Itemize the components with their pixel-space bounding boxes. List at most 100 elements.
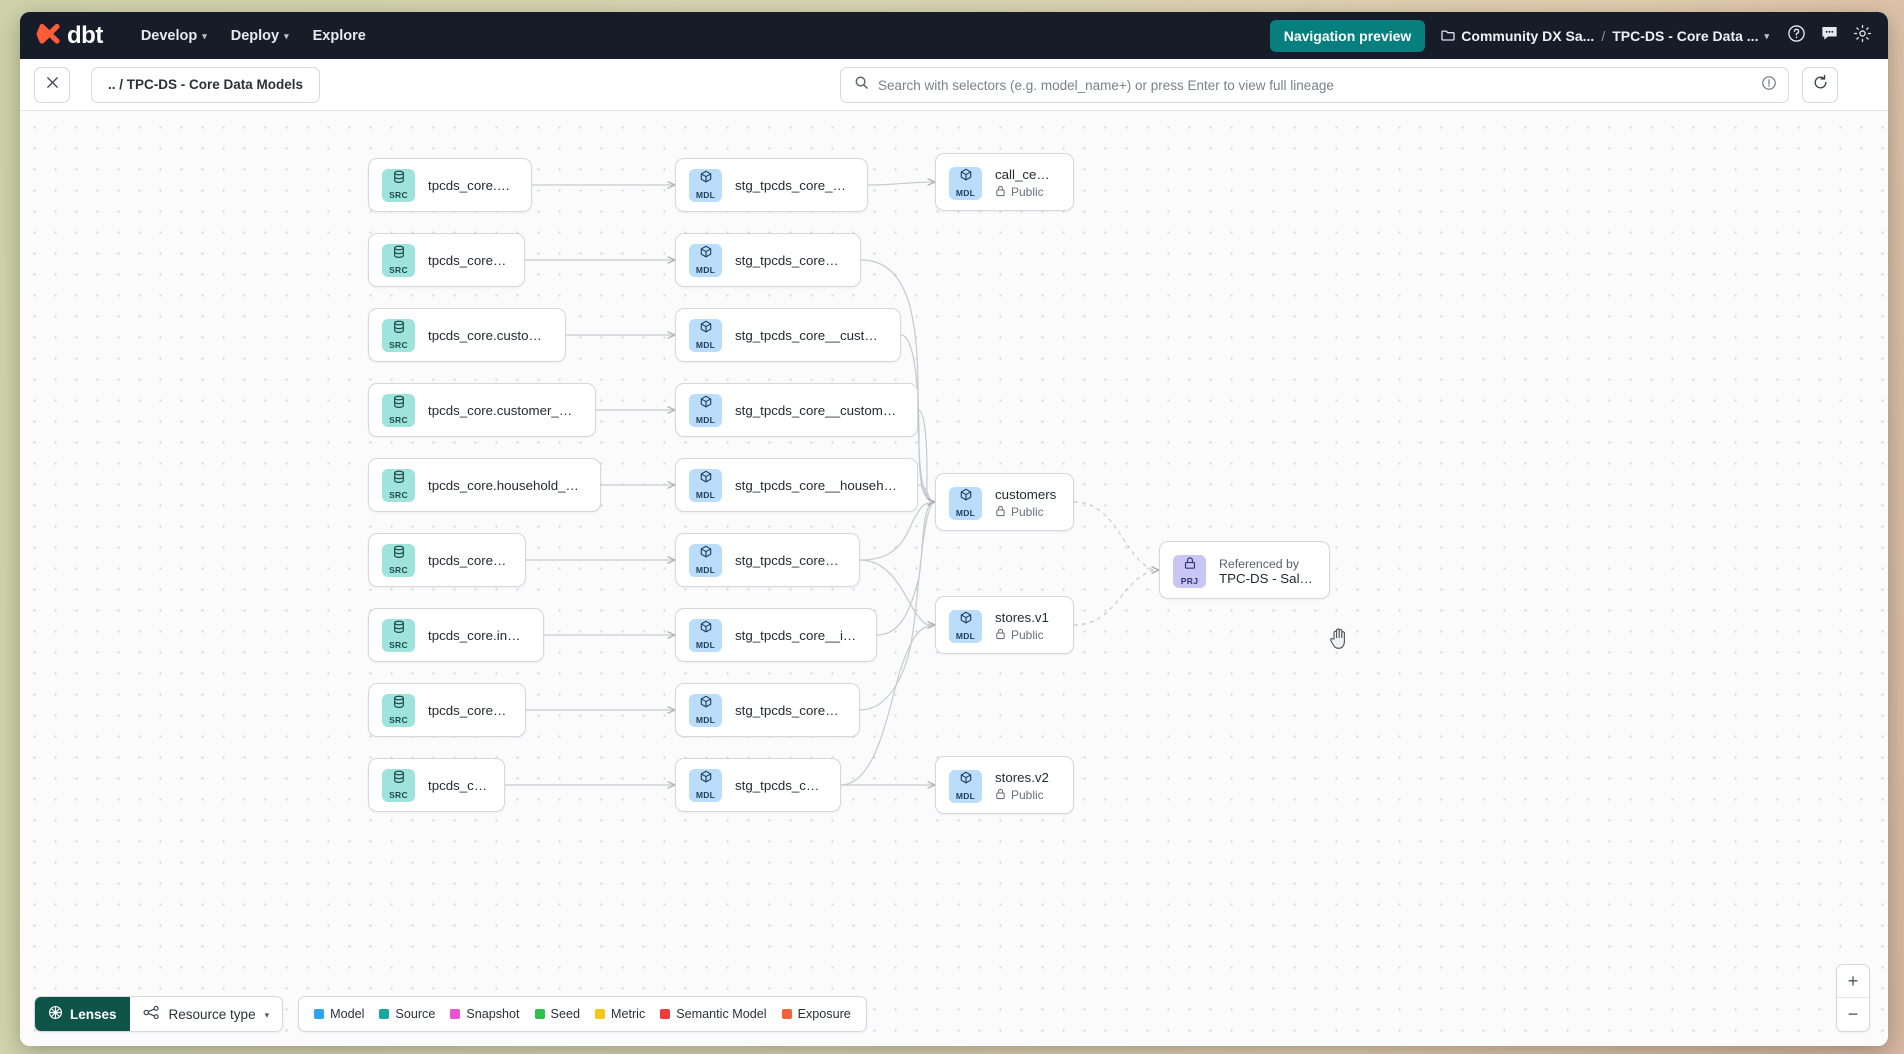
zoom-controls: + − [1836, 964, 1870, 1032]
lineage-toolbar: .. / TPC-DS - Core Data Models [20, 59, 1888, 111]
breadcrumb-separator: / [1601, 27, 1606, 44]
mdl-node-badge: MDL [689, 168, 722, 202]
legend-item[interactable]: Snapshot [450, 1007, 520, 1021]
node-title: stores.v2 [995, 769, 1049, 785]
nav-item-develop-label: Develop [140, 27, 198, 44]
node-title: tpcds_core.inventory [428, 702, 509, 718]
lineage-canvas[interactable]: SRCtpcds_core.call_centerSRCtpcds_core.c… [20, 111, 1888, 1046]
info-icon[interactable] [1761, 75, 1777, 96]
lenses-button[interactable]: Lenses [35, 997, 130, 1031]
nav-item-explore[interactable]: Explore [301, 22, 378, 50]
src-icon [392, 545, 406, 565]
node-texts: stg_tpcds_core__income_band [735, 628, 860, 643]
node-type-abbr: SRC [389, 190, 408, 201]
node-type-abbr: SRC [389, 790, 408, 801]
node-title: tpcds_core.household_demographics [428, 477, 584, 493]
src-icon [392, 695, 406, 715]
legend-item[interactable]: Metric [594, 1007, 645, 1021]
search-input[interactable] [878, 77, 1761, 93]
chevron-down-icon: ▾ [202, 31, 207, 41]
zoom-out-button[interactable]: − [1847, 1004, 1859, 1024]
node-texts: tpcds_core.income_band [428, 628, 527, 643]
nav-item-deploy[interactable]: Deploy ▾ [219, 22, 301, 50]
refresh-button[interactable] [1802, 67, 1838, 103]
dbt-logo-text: dbt [67, 21, 103, 49]
node-title: tpcds_core.store [428, 777, 488, 793]
dbt-logo[interactable]: dbt [36, 22, 103, 50]
lenses-group: Lenses Resource type ▾ [34, 996, 284, 1032]
mdl-icon [699, 620, 713, 640]
src-node-badge: SRC [382, 618, 415, 652]
legend-item[interactable]: Exposure [781, 1007, 851, 1021]
lineage-node[interactable]: MDL stg_tpcds_core__customer [675, 233, 861, 287]
node-title: stores.v1 [995, 609, 1049, 625]
legend-item[interactable]: Source [379, 1007, 435, 1021]
feedback-icon[interactable] [1820, 24, 1839, 48]
resource-type-button[interactable]: Resource type ▾ [130, 997, 283, 1031]
legend-item[interactable]: Seed [534, 1007, 580, 1021]
node-access-label: Public [1011, 788, 1044, 802]
bottom-bar: Lenses Resource type ▾ Model Source Snapsh… [34, 996, 867, 1032]
mdl-icon [699, 470, 713, 490]
node-texts: call_centersPublic [995, 167, 1057, 200]
src-node-badge: SRC [382, 393, 415, 427]
mdl-node-badge: MDL [689, 243, 722, 277]
lineage-node[interactable]: SRC tpcds_core.income_band [368, 608, 544, 662]
legend-swatch-icon [594, 1009, 605, 1019]
close-lineage-button[interactable] [34, 66, 70, 103]
legend-swatch-icon [534, 1009, 545, 1019]
node-access-label: Public [1011, 628, 1044, 642]
lineage-node[interactable]: SRC tpcds_core.store [368, 758, 505, 812]
node-title: tpcds_core.customer_address [428, 327, 549, 343]
navigation-preview-button[interactable]: Navigation preview [1269, 19, 1426, 52]
lineage-breadcrumb-pill[interactable]: .. / TPC-DS - Core Data Models [91, 66, 321, 103]
node-texts: tpcds_core.customer [428, 253, 508, 268]
mdl-node-badge: MDL [689, 768, 722, 802]
breadcrumb-project-label: TPC-DS - Core Data ... [1612, 27, 1759, 44]
src-node-badge: SRC [382, 543, 415, 577]
node-access-badge: Public [995, 185, 1057, 200]
lineage-node[interactable]: MDLstg_tpcds_core__household_demogr... [675, 458, 918, 512]
mdl-icon [699, 545, 713, 565]
node-type-abbr: SRC [389, 415, 408, 426]
breadcrumb-account[interactable]: Community DX Sa... [1441, 28, 1594, 44]
resource-type-label: Resource type [168, 1006, 256, 1022]
settings-icon[interactable] [1853, 24, 1872, 48]
lineage-node[interactable]: MDL stg_tpcds_core__call_center [675, 158, 868, 212]
node-texts: stg_tpcds_core__customer [735, 253, 844, 268]
search-box[interactable] [840, 67, 1789, 103]
legend-item[interactable]: Model [314, 1007, 364, 1021]
mdl-node-badge: MDL [689, 693, 722, 727]
node-access-label: Public [1011, 505, 1044, 519]
mdl-icon [959, 168, 973, 188]
node-title: stg_tpcds_core__customer [735, 252, 844, 268]
nav-item-develop[interactable]: Develop ▾ [129, 22, 219, 50]
breadcrumb-project[interactable]: TPC-DS - Core Data ... ▾ [1612, 28, 1769, 44]
help-icon[interactable] [1787, 24, 1806, 48]
src-icon [392, 470, 406, 490]
zoom-in-button[interactable]: + [1837, 965, 1869, 998]
mdl-icon [699, 320, 713, 340]
legend-item[interactable]: Semantic Model [660, 1007, 767, 1021]
node-texts: stg_tpcds_core__call_center [735, 178, 851, 193]
lineage-node[interactable]: MDLstg_tpcds_core__customer_demogra... [675, 383, 918, 437]
